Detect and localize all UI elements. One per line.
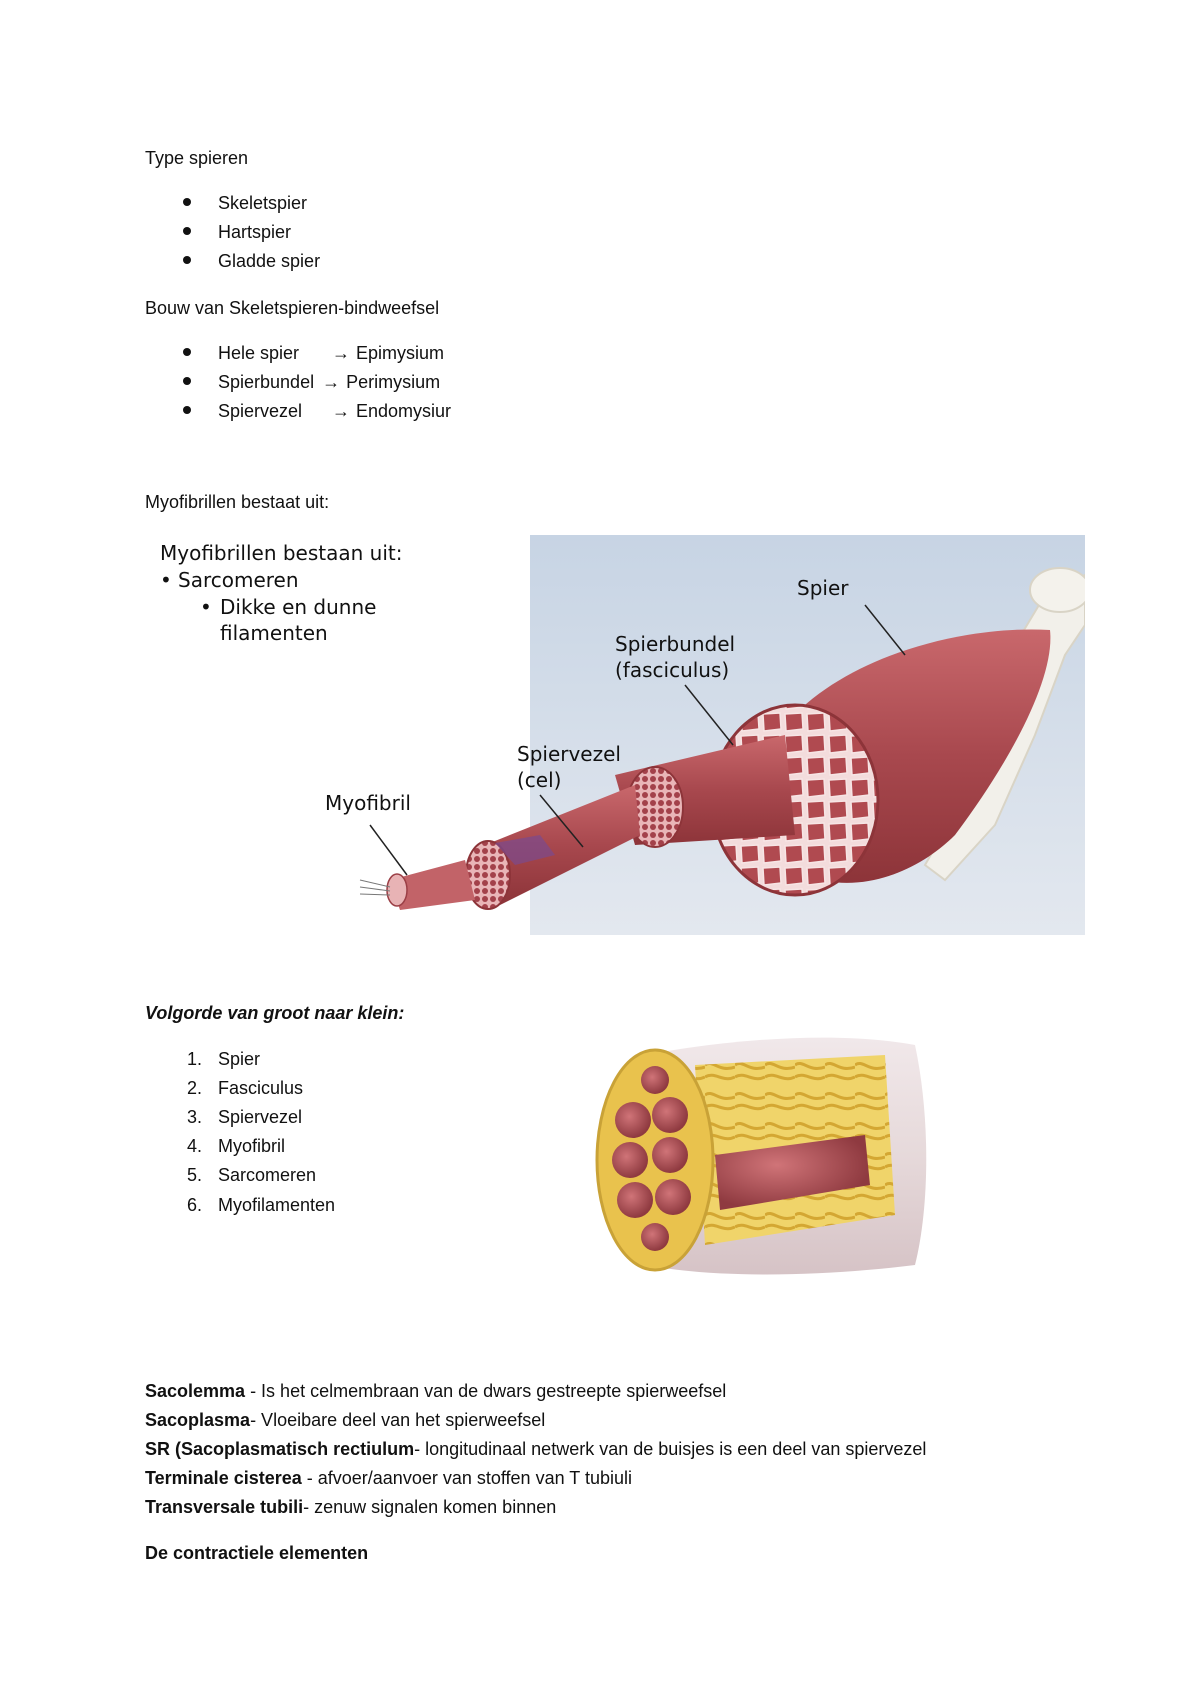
muscle-structure-figure: Myofibrillen bestaan uit: • Sarcomeren •… xyxy=(160,535,1085,935)
myofibril-body xyxy=(390,860,475,910)
list-item: Gladde spier xyxy=(218,251,321,271)
heading-volgorde: Volgorde van groot naar klein: xyxy=(145,1003,405,1023)
definition-line: Sacolemma - Is het celmembraan van de dw… xyxy=(145,1380,726,1402)
definition-text: - afvoer/aanvoer van stoffen van T tubiu… xyxy=(301,1468,632,1488)
list-item: Spierbundel →Perimysium xyxy=(218,371,440,393)
leader-line-spiervezel xyxy=(539,794,584,848)
list-item: Myofilamenten xyxy=(218,1195,336,1215)
label-cel: (cel) xyxy=(517,768,561,792)
myofibril-circle xyxy=(612,1142,648,1178)
definition-line: Transversale tubili- zenuw signalen kome… xyxy=(145,1496,556,1518)
list-item: Spiervezel → Endomysiur xyxy=(218,400,451,422)
definition-term: Sacolemma xyxy=(145,1381,246,1401)
fiber-tube xyxy=(715,1135,870,1210)
figure-bullet-dot: • xyxy=(160,568,172,592)
label-fasciculus: (fasciculus) xyxy=(615,658,729,682)
definition-line: Sacoplasma- Vloeibare deel van het spier… xyxy=(145,1409,545,1431)
list-item: Spiervezel xyxy=(218,1107,303,1127)
definition-line: Terminale cisterea - afvoer/aanvoer van … xyxy=(145,1467,632,1489)
definition-term: SR (Sacoplasmatisch rectiulum xyxy=(145,1439,415,1459)
bullet-dot xyxy=(183,227,191,235)
list-number: 6. xyxy=(186,1195,202,1215)
definition-text: - Is het celmembraan van de dwars gestre… xyxy=(245,1381,727,1401)
myofibril-circle xyxy=(641,1223,669,1251)
myofibril-circle xyxy=(652,1137,688,1173)
myofilament-line xyxy=(359,893,391,896)
list-item: Hartspier xyxy=(218,222,292,242)
heading-type-spieren: Type spieren xyxy=(145,148,249,168)
label-spier: Spier xyxy=(797,576,849,600)
myofibril-circle xyxy=(655,1179,691,1215)
leader-line-myofibril xyxy=(369,824,408,876)
label-spiervezel: Spiervezel xyxy=(517,742,621,766)
leader-line-spier xyxy=(864,604,906,656)
myofibril-end xyxy=(386,873,408,907)
figure-title: Myofibrillen bestaan uit: xyxy=(160,541,402,565)
leader-line-spierbundel xyxy=(684,684,734,746)
label-spierbundel: Spierbundel xyxy=(615,632,735,656)
bullet-dot xyxy=(183,198,191,206)
list-item-left: Spierbundel xyxy=(218,372,315,392)
fiber-membrane xyxy=(495,835,555,865)
bullet-dot xyxy=(183,377,191,385)
myofilament-line xyxy=(359,879,391,888)
bullet-dot xyxy=(183,256,191,264)
arrow-right-icon: → xyxy=(332,343,350,363)
definition-term: Terminale cisterea xyxy=(145,1468,302,1488)
definition-term: Transversale tubili xyxy=(145,1497,304,1517)
heading-bouw: Bouw van Skeletspieren-bindweefsel xyxy=(145,298,440,318)
list-item: Skeletspier xyxy=(218,193,308,213)
fiber-body xyxy=(485,785,640,905)
list-item-right: Epimysium xyxy=(356,343,445,363)
myofilament-line xyxy=(359,886,391,892)
bone-head xyxy=(1029,567,1085,613)
myofibril-circle xyxy=(617,1182,653,1218)
definition-term: Sacoplasma xyxy=(145,1410,251,1430)
list-item: Myofibril xyxy=(218,1136,286,1156)
myofibril-circle xyxy=(641,1066,669,1094)
list-item-left: Hele spier xyxy=(218,343,300,363)
list-item-right: Endomysiur xyxy=(356,401,452,421)
arrow-right-icon: → xyxy=(322,372,341,392)
list-number: 2. xyxy=(186,1078,202,1098)
figure-subbullet-line1: Dikke en dunne xyxy=(220,595,376,619)
heading-contractiele: De contractiele elementen xyxy=(145,1543,369,1563)
label-myofibril: Myofibril xyxy=(325,791,411,815)
figure-subbullet-line2: filamenten xyxy=(220,621,328,645)
muscle-fiber-figure xyxy=(595,1037,927,1275)
definition-text: - longitudinaal netwerk van de buisjes i… xyxy=(414,1439,927,1459)
list-number: 5. xyxy=(186,1165,202,1185)
figure-subbullet-dot: • xyxy=(200,595,212,619)
list-item: Fasciculus xyxy=(218,1078,304,1098)
definition-line: SR (Sacoplasmatisch rectiulum- longitudi… xyxy=(145,1438,926,1460)
bullet-dot xyxy=(183,406,191,414)
definition-text: - Vloeibare deel van het spierweefsel xyxy=(250,1410,546,1430)
myofibril-circle xyxy=(615,1102,651,1138)
list-number: 1. xyxy=(186,1049,202,1069)
list-item: Spier xyxy=(218,1049,261,1069)
definition-text: - zenuw signalen komen binnen xyxy=(303,1497,557,1517)
figure-bullet-sarcomeren: Sarcomeren xyxy=(178,568,299,592)
list-item-left: Spiervezel xyxy=(218,401,303,421)
list-number: 3. xyxy=(186,1107,202,1127)
heading-myofibrillen: Myofibrillen bestaat uit: xyxy=(145,492,330,512)
arrow-right-icon: → xyxy=(332,401,350,421)
bullet-dot xyxy=(183,348,191,356)
list-number: 4. xyxy=(186,1136,202,1156)
list-item-right: Perimysium xyxy=(346,372,441,392)
list-item: Sarcomeren xyxy=(218,1165,317,1185)
list-item: Hele spier → Epimysium xyxy=(218,342,444,364)
myofibril-circle xyxy=(652,1097,688,1133)
